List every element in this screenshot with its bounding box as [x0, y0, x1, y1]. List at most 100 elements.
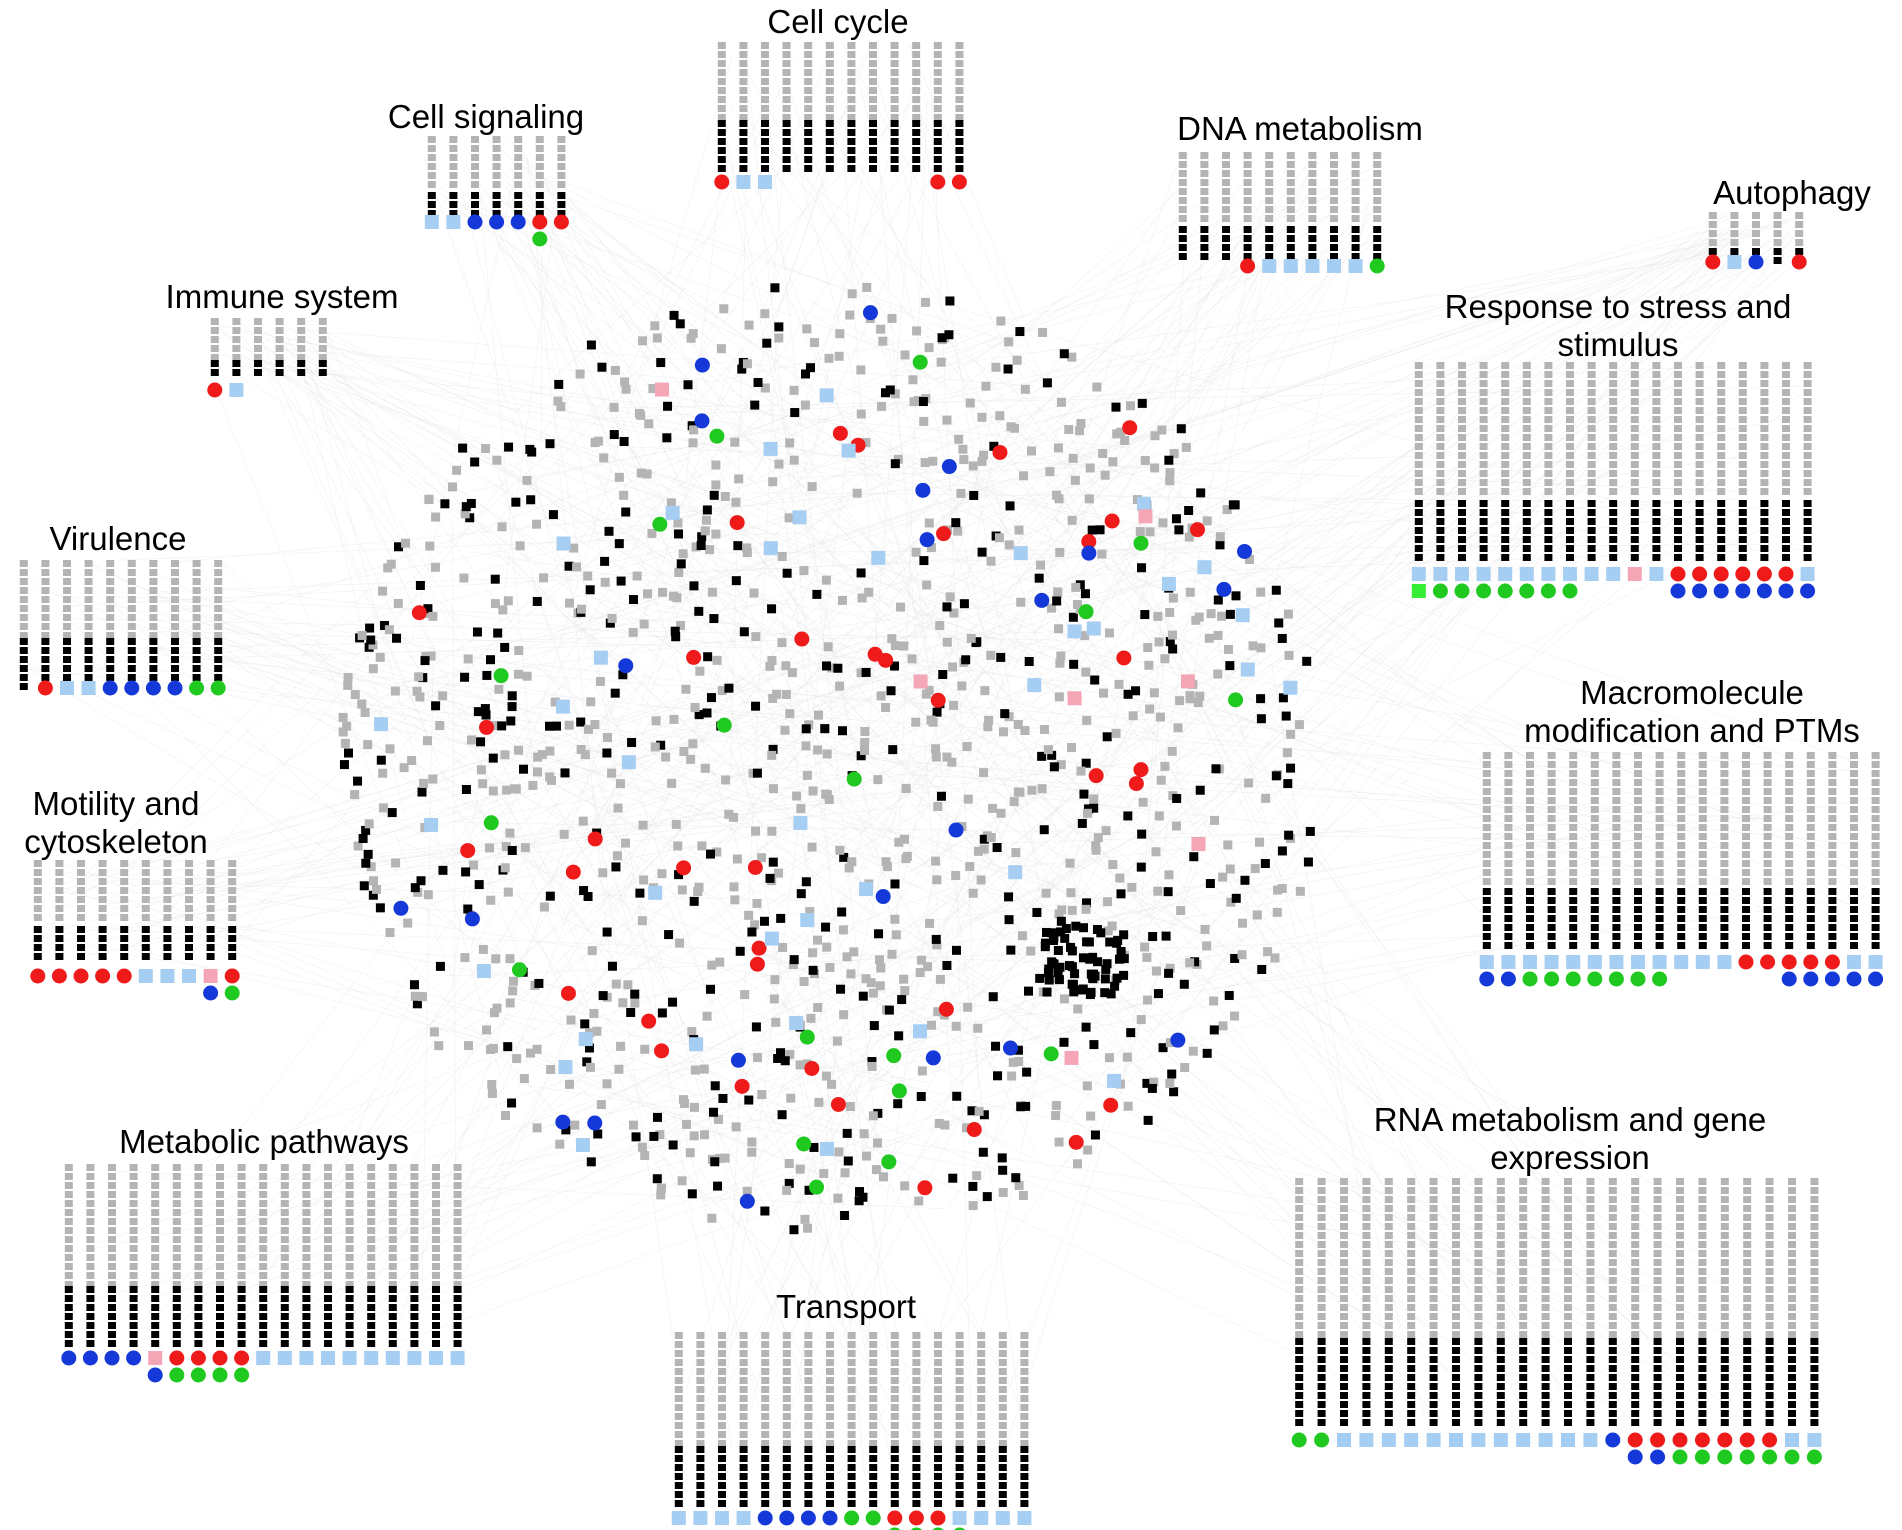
black-node	[894, 1031, 904, 1041]
gray-node	[951, 870, 961, 880]
gray-node	[912, 42, 921, 49]
black-node	[453, 1313, 462, 1320]
gray-node	[1782, 488, 1790, 495]
gray-node	[363, 740, 373, 750]
light-blue-node	[1235, 608, 1250, 623]
black-node	[1496, 1374, 1505, 1381]
black-node	[449, 201, 458, 208]
black-node	[1612, 906, 1621, 913]
black-node	[77, 953, 85, 960]
gray-node	[845, 310, 855, 320]
gray-node	[1609, 425, 1618, 432]
gray-node	[826, 1422, 834, 1429]
gray-node	[1698, 1241, 1707, 1248]
gray-node	[41, 596, 50, 603]
black-node	[149, 656, 158, 663]
black-node	[172, 1331, 181, 1338]
gray-node	[1178, 179, 1187, 186]
gray-node	[1608, 1259, 1617, 1266]
black-node	[1788, 1419, 1796, 1426]
gray-node	[1634, 878, 1642, 885]
gray-node	[781, 689, 791, 699]
gray-node	[1544, 398, 1553, 405]
gray-node	[410, 1254, 419, 1261]
gray-node	[98, 869, 107, 876]
black-node	[1429, 1338, 1438, 1345]
gray-node	[550, 697, 560, 707]
light-blue-node	[593, 650, 608, 665]
black-node	[1765, 1347, 1774, 1354]
gray-node	[275, 336, 284, 343]
gray-node	[275, 345, 284, 352]
gray-node	[717, 96, 726, 103]
black-node	[1676, 1338, 1684, 1345]
edge	[285, 345, 702, 1053]
gray-node	[453, 1245, 462, 1252]
gray-node	[64, 1245, 73, 1252]
edge	[514, 81, 882, 414]
black-node	[861, 667, 871, 677]
black-node	[129, 1322, 138, 1329]
gray-node	[367, 1263, 376, 1270]
node-column	[1748, 212, 1764, 270]
gray-node	[367, 1182, 376, 1189]
black-node	[804, 1491, 813, 1498]
blue-node	[919, 532, 935, 548]
gray-node	[1586, 1250, 1595, 1257]
gray-node	[1782, 470, 1790, 477]
gray-node	[674, 1431, 683, 1438]
gray-node	[1373, 152, 1382, 159]
gray-node	[822, 942, 832, 952]
black-node	[1608, 1356, 1617, 1363]
gray-node	[1806, 761, 1815, 768]
black-node	[1049, 959, 1059, 969]
black-node	[708, 1107, 718, 1117]
gray-node	[632, 571, 642, 581]
gray-node	[644, 419, 654, 429]
gray-node	[707, 587, 717, 597]
black-node	[997, 1153, 1007, 1163]
gray-node	[822, 790, 832, 800]
black-node	[151, 1286, 160, 1293]
black-node	[696, 1464, 705, 1471]
gray-node	[739, 1431, 748, 1438]
black-node	[535, 201, 544, 208]
gray-node	[718, 1368, 726, 1375]
black-node	[63, 647, 71, 654]
gray-node	[1608, 1322, 1617, 1329]
gray-node	[378, 803, 388, 813]
light-blue-square-marker	[229, 383, 244, 397]
gray-node	[1612, 788, 1621, 795]
gray-node	[1144, 660, 1154, 670]
black-node	[1541, 1347, 1550, 1354]
gray-node	[1176, 906, 1186, 916]
black-node	[1340, 1365, 1348, 1372]
gray-node	[318, 318, 327, 325]
gray-node	[1630, 380, 1639, 387]
black-node	[955, 165, 964, 172]
black-node	[1340, 1419, 1348, 1426]
edge	[998, 819, 1694, 844]
black-node	[931, 934, 941, 944]
black-node	[992, 843, 1002, 853]
gray-node	[1226, 897, 1236, 907]
gray-node	[1631, 1268, 1640, 1275]
gray-node	[1676, 1322, 1684, 1329]
black-node	[120, 935, 129, 942]
black-node	[597, 362, 607, 372]
green-circle-marker	[1291, 1432, 1307, 1448]
gray-node	[1145, 704, 1155, 714]
gray-node	[1414, 380, 1423, 387]
gray-node	[1128, 711, 1138, 721]
gray-node	[804, 42, 813, 49]
gray-node	[1384, 1196, 1393, 1203]
gray-node	[1244, 778, 1254, 788]
black-node	[1634, 924, 1642, 931]
gray-node	[761, 1422, 770, 1429]
black-node	[108, 1286, 116, 1293]
edge	[161, 1159, 686, 1297]
gray-node	[949, 700, 959, 710]
black-node	[1566, 527, 1574, 534]
black-node	[490, 574, 500, 584]
gray-node	[1479, 434, 1488, 441]
